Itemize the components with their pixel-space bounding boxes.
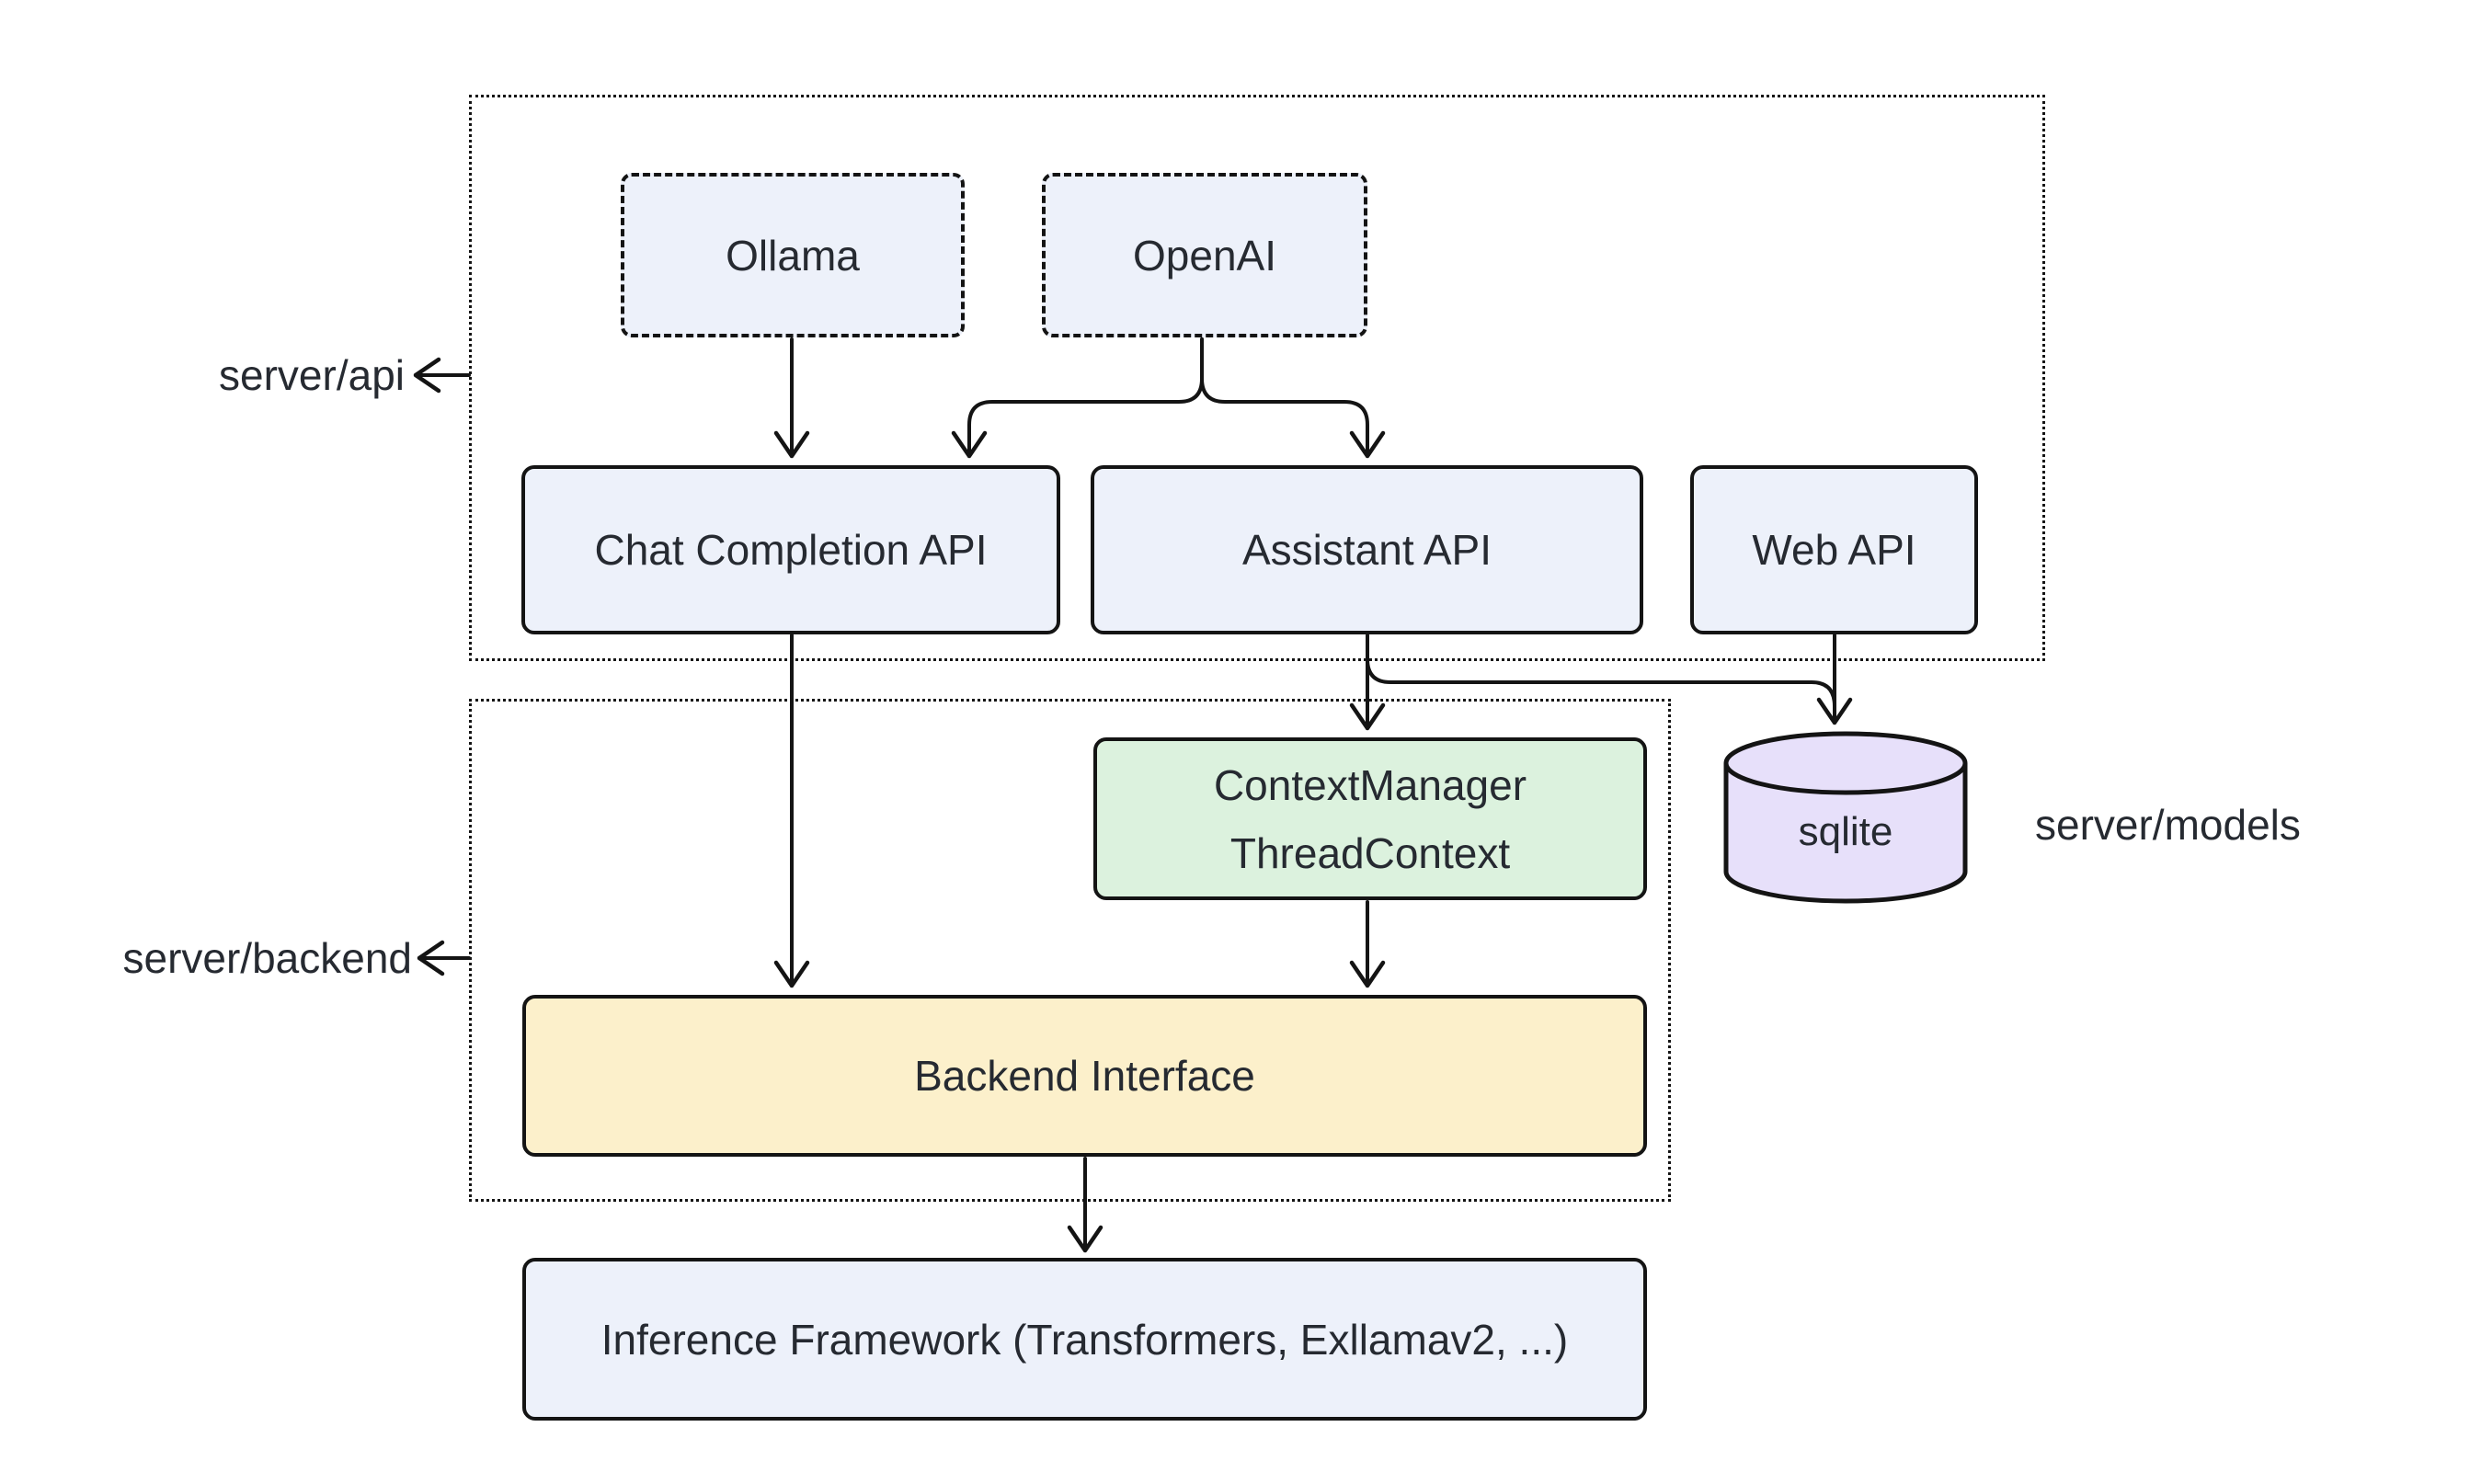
- node-ollama: Ollama: [621, 173, 965, 337]
- node-web-api: Web API: [1690, 465, 1978, 634]
- node-assistant-api-label: Assistant API: [1241, 526, 1492, 574]
- node-chat-completion-api: Chat Completion API: [521, 465, 1060, 634]
- node-context-manager-line2: ThreadContext: [1229, 828, 1511, 877]
- node-context-manager: ContextManager ThreadContext: [1093, 737, 1647, 900]
- node-ollama-label: Ollama: [726, 231, 860, 280]
- node-backend-interface: Backend Interface: [522, 995, 1647, 1157]
- label-server-api: server/api: [219, 351, 405, 399]
- node-openai: OpenAI: [1042, 173, 1367, 337]
- container-server-backend: [469, 699, 1671, 1202]
- node-inference-framework-label: Inference Framework (Transformers, Exlla…: [600, 1315, 1569, 1364]
- label-server-backend: server/backend: [122, 934, 413, 982]
- node-openai-label: OpenAI: [1133, 231, 1276, 280]
- container-server-api: [469, 95, 2045, 661]
- node-assistant-api: Assistant API: [1091, 465, 1643, 634]
- node-chat-completion-api-label: Chat Completion API: [594, 526, 988, 574]
- node-context-manager-line1: ContextManager: [1213, 760, 1527, 809]
- node-inference-framework: Inference Framework (Transformers, Exlla…: [522, 1258, 1647, 1421]
- node-web-api-label: Web API: [1752, 526, 1916, 574]
- node-backend-interface-label: Backend Interface: [914, 1052, 1255, 1100]
- node-sqlite-label: sqlite: [1798, 809, 1893, 854]
- label-server-models: server/models: [2035, 801, 2301, 849]
